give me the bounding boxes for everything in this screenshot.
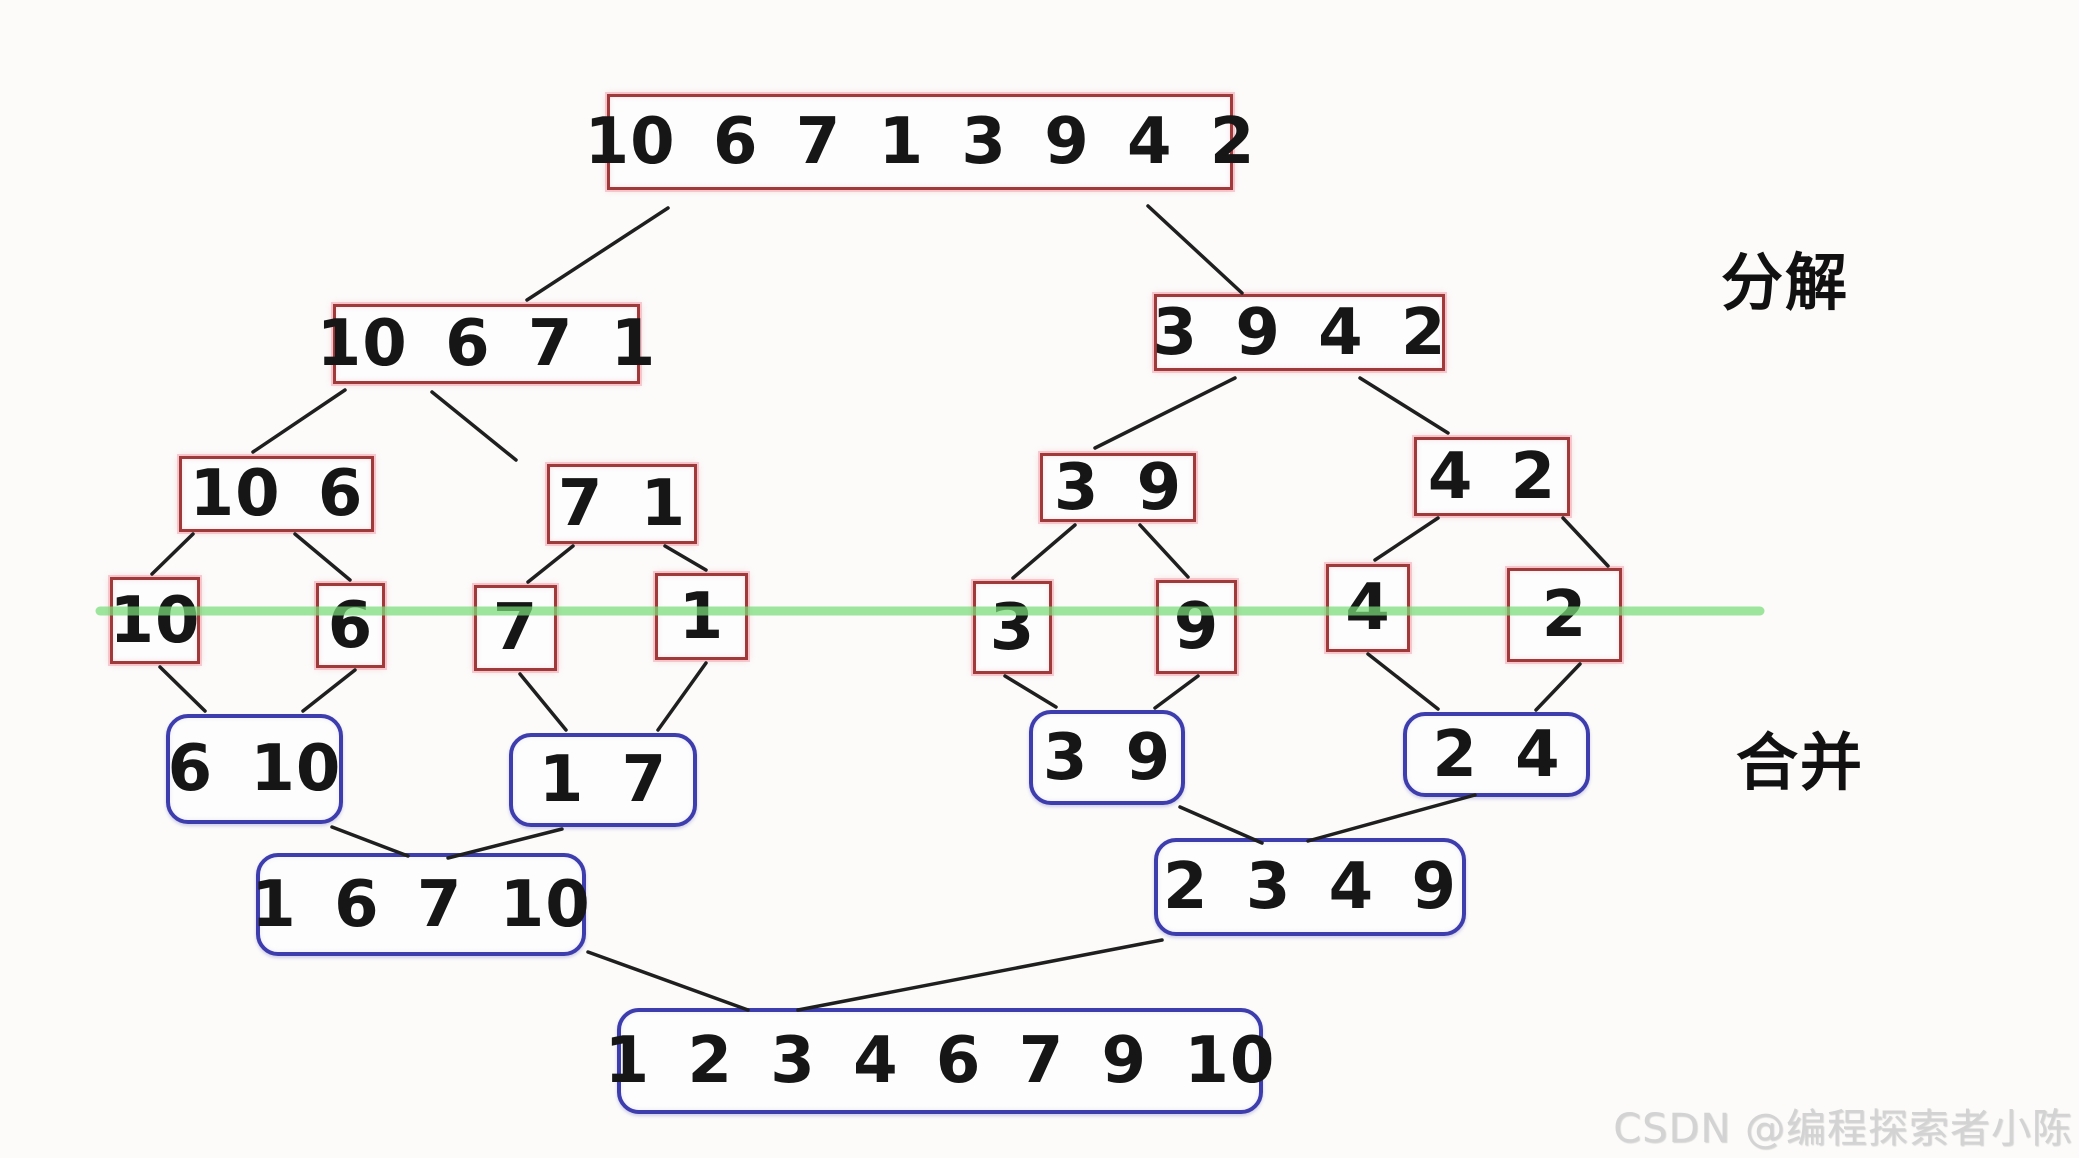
edge-line bbox=[293, 532, 352, 582]
merge-node-3-9: 3 9 bbox=[1029, 710, 1185, 805]
divide-node-4: 4 bbox=[1326, 564, 1410, 652]
divide-node-10-6-7-1-3-9-4-2: 10 6 7 1 3 9 4 2 bbox=[585, 94, 1254, 190]
edge-line bbox=[1093, 376, 1237, 450]
edge-line bbox=[796, 938, 1164, 1012]
divide-node-9: 9 bbox=[1156, 580, 1237, 674]
divide-phase-label: 分解 bbox=[1721, 246, 1850, 319]
merge-node-2-4: 2 4 bbox=[1403, 712, 1590, 797]
edge-line bbox=[158, 665, 207, 713]
divide-node-4-2: 4 2 bbox=[1414, 437, 1570, 516]
edge-line bbox=[1373, 516, 1440, 562]
merge-node-1-2-3-4-6-7-9-10: 1 2 3 4 6 7 9 10 bbox=[605, 1008, 1274, 1114]
edge-line bbox=[251, 388, 347, 454]
edge-line bbox=[1138, 523, 1190, 579]
edge-line bbox=[663, 544, 708, 572]
divide-node-7-1: 7 1 bbox=[547, 464, 697, 544]
edge-line bbox=[301, 668, 357, 713]
merge-node-1-7: 1 7 bbox=[509, 733, 697, 827]
edge-line bbox=[330, 825, 410, 858]
divide-node-10-6-7-1: 10 6 7 1 bbox=[317, 304, 655, 384]
merge-node-2-3-4-9: 2 3 4 9 bbox=[1154, 838, 1466, 936]
edge-line bbox=[430, 390, 518, 462]
merge-node-1-6-7-10: 1 6 7 10 bbox=[251, 853, 590, 956]
edge-line bbox=[1561, 516, 1610, 568]
edge-line bbox=[1003, 674, 1058, 709]
divide-node-3-9-4-2: 3 9 4 2 bbox=[1152, 294, 1447, 371]
watermark: CSDN @编程探索者小陈 bbox=[1613, 1106, 2073, 1152]
edge-line bbox=[1358, 376, 1450, 435]
edge-line bbox=[586, 950, 750, 1012]
merge-node-6-10: 6 10 bbox=[166, 714, 343, 824]
divide-node-6: 6 bbox=[316, 583, 385, 668]
edge-line bbox=[1306, 793, 1477, 843]
edge-line bbox=[1153, 674, 1200, 710]
divide-node-7: 7 bbox=[474, 585, 557, 671]
divide-node-3: 3 bbox=[973, 581, 1052, 674]
divide-node-1: 1 bbox=[655, 573, 748, 660]
edge-line bbox=[150, 532, 195, 576]
merge-phase-label: 合并 bbox=[1736, 726, 1865, 799]
edge-line bbox=[1146, 204, 1244, 295]
divide-node-10: 10 bbox=[109, 577, 200, 664]
edge-line bbox=[518, 672, 568, 732]
divide-node-10-6: 10 6 bbox=[179, 456, 374, 532]
edge-line bbox=[656, 661, 708, 732]
edge-line bbox=[1534, 662, 1582, 712]
edge-line bbox=[1366, 652, 1440, 711]
edge-line bbox=[1011, 523, 1077, 580]
divide-node-3-9: 3 9 bbox=[1040, 453, 1196, 522]
divide-node-2: 2 bbox=[1507, 568, 1622, 662]
edge-line bbox=[526, 544, 575, 584]
edge-line bbox=[525, 206, 670, 302]
